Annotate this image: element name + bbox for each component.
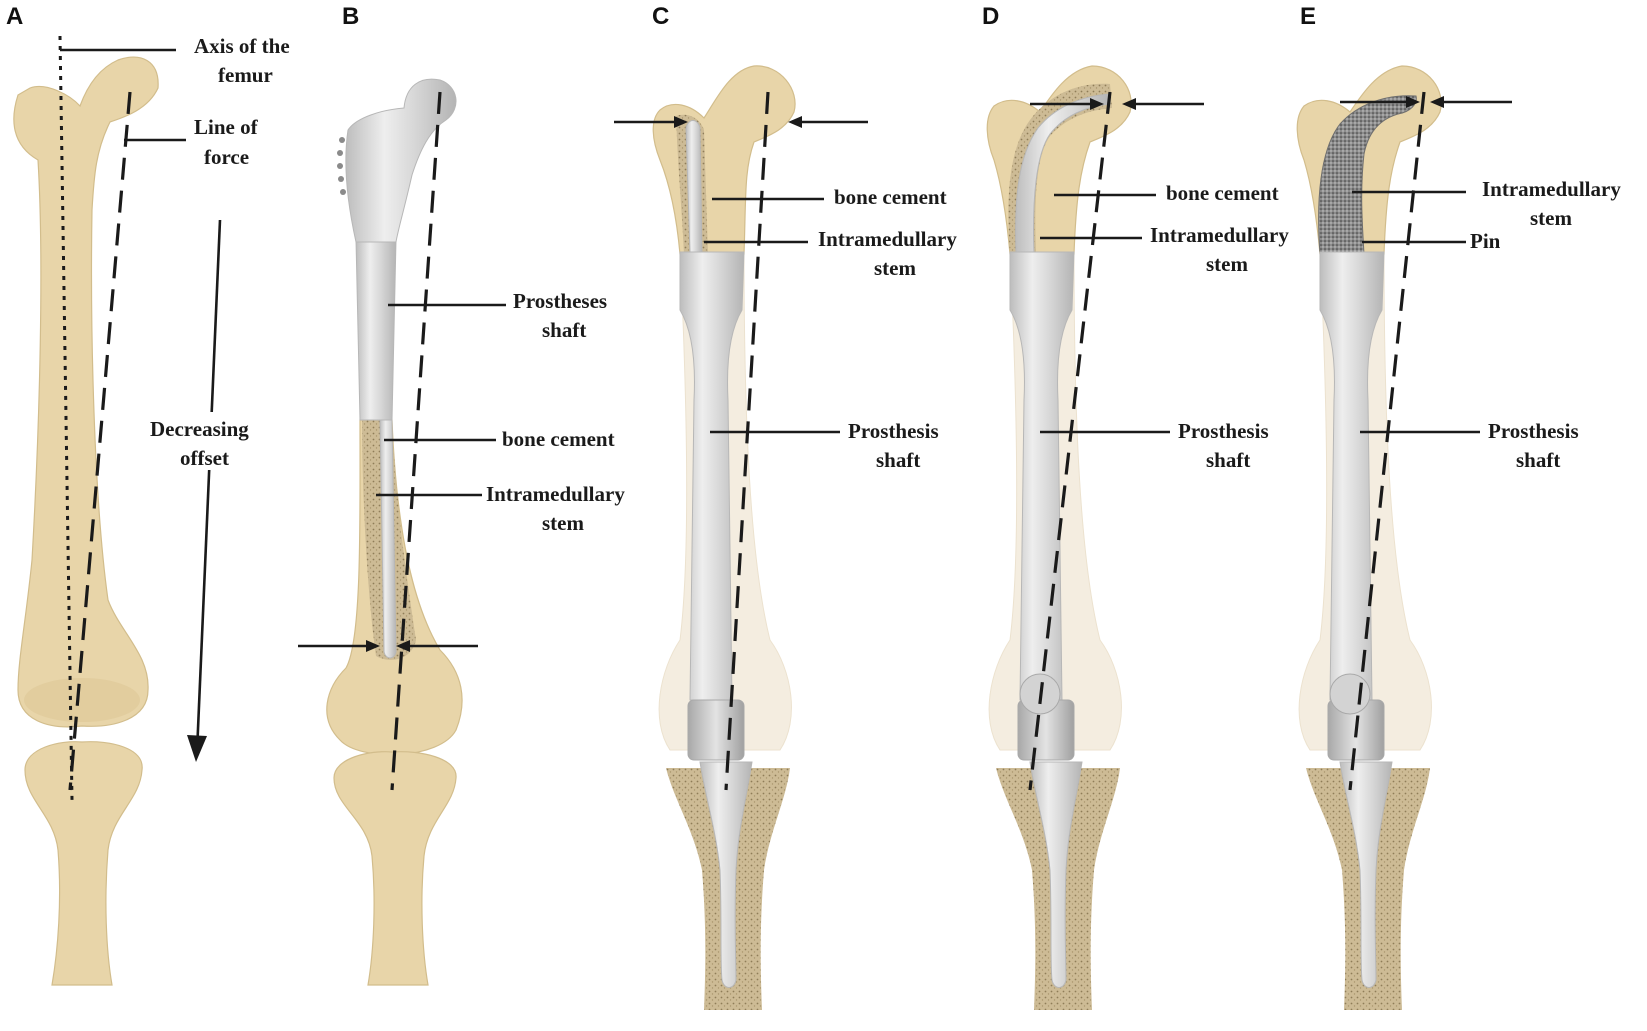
suture-hole	[337, 150, 343, 156]
stem-tip-arrowhead-right	[396, 640, 410, 652]
suture-hole	[340, 189, 346, 195]
head-arrowhead-right	[788, 116, 802, 128]
head-arrowhead-right	[1430, 96, 1444, 108]
hinge-axle	[1329, 673, 1371, 715]
stem-end-arrowhead-left	[1406, 96, 1420, 108]
suture-hole	[337, 163, 343, 169]
panel-a-letter: A	[6, 3, 23, 30]
panel-e: E Intramedullary stem Pin Prosthesis sha…	[1296, 3, 1621, 1010]
cement-label: bone cement	[1166, 181, 1279, 205]
tibial-stem	[699, 761, 753, 988]
line-of-force	[724, 91, 770, 791]
offset-label-line1: Decreasing	[150, 417, 249, 441]
offset-label-line2: offset	[180, 446, 229, 470]
line-of-force	[1348, 91, 1426, 791]
tibia-bone	[24, 741, 143, 986]
shaft-label-line1: Prostheses	[513, 289, 607, 313]
femur-condyle-shade	[24, 678, 140, 722]
line-of-force	[68, 91, 132, 791]
panel-a: A Axis of the femur Line of force Decrea…	[6, 3, 290, 986]
stem-label-line1: Intramedullary	[1482, 177, 1621, 201]
offset-label-backdrop	[146, 412, 266, 470]
panel-d: D bone cement Intramedullary stem Prosth…	[982, 3, 1289, 1010]
tibial-stem	[1339, 761, 1393, 988]
pin-label: Pin	[1470, 229, 1501, 253]
tibial-stem	[1029, 761, 1083, 988]
shaft-label-line2: shaft	[542, 318, 586, 342]
panel-b: B Prostheses shaft bone cement Intramed	[298, 3, 625, 986]
decreasing-offset-arrow-shaft	[195, 219, 222, 753]
stem-label-line2: stem	[542, 511, 584, 535]
panel-e-letter: E	[1300, 3, 1316, 30]
decreasing-offset-arrowhead	[187, 735, 207, 762]
line-of-force	[1028, 91, 1112, 791]
suture-hole	[339, 137, 345, 143]
shaft-label-line2: shaft	[1516, 448, 1560, 472]
femur-axis-line	[58, 35, 74, 801]
force-label-line2: force	[204, 145, 249, 169]
shaft-label-line1: Prosthesis	[848, 419, 939, 443]
knee-hinge	[687, 699, 745, 761]
cement-label: bone cement	[502, 427, 615, 451]
prosthesis-shaft	[355, 239, 397, 421]
head-arrowhead-right	[1122, 98, 1136, 110]
stem-label-line2: stem	[1530, 206, 1572, 230]
proximal-femur-bone	[652, 65, 796, 255]
cement-label: bone cement	[834, 185, 947, 209]
stem-label-line1: Intramedullary	[818, 227, 957, 251]
panel-c: C bone cement Intramedullary stem Prosth…	[614, 3, 957, 1010]
bone-cement-fill	[1008, 83, 1112, 254]
suture-hole	[338, 176, 344, 182]
stem-label-line1: Intramedullary	[1150, 223, 1289, 247]
force-label-line1: Line of	[194, 115, 259, 139]
stem-tip-arrowhead-left	[366, 640, 380, 652]
panel-d-letter: D	[982, 3, 999, 30]
stem-label-line1: Intramedullary	[486, 482, 625, 506]
intramedullary-stem	[379, 419, 397, 659]
axis-label-line2: femur	[218, 63, 273, 87]
intramedullary-stem	[685, 120, 703, 255]
femur-bone	[13, 56, 159, 728]
stem-end-arrowhead-left	[674, 116, 688, 128]
tibia-bone	[333, 751, 457, 986]
shaft-label-line2: shaft	[876, 448, 920, 472]
shaft-label-line2: shaft	[1206, 448, 1250, 472]
porous-intramedullary-stem	[1318, 95, 1417, 255]
stem-label-line2: stem	[1206, 252, 1248, 276]
shaft-label-line1: Prosthesis	[1178, 419, 1269, 443]
stem-label-line2: stem	[874, 256, 916, 280]
shaft-label-line1: Prosthesis	[1488, 419, 1579, 443]
axis-label-line1: Axis of the	[194, 34, 290, 58]
stem-end-arrowhead-left	[1090, 98, 1104, 110]
panel-c-letter: C	[652, 3, 669, 30]
panel-b-letter: B	[342, 3, 359, 30]
